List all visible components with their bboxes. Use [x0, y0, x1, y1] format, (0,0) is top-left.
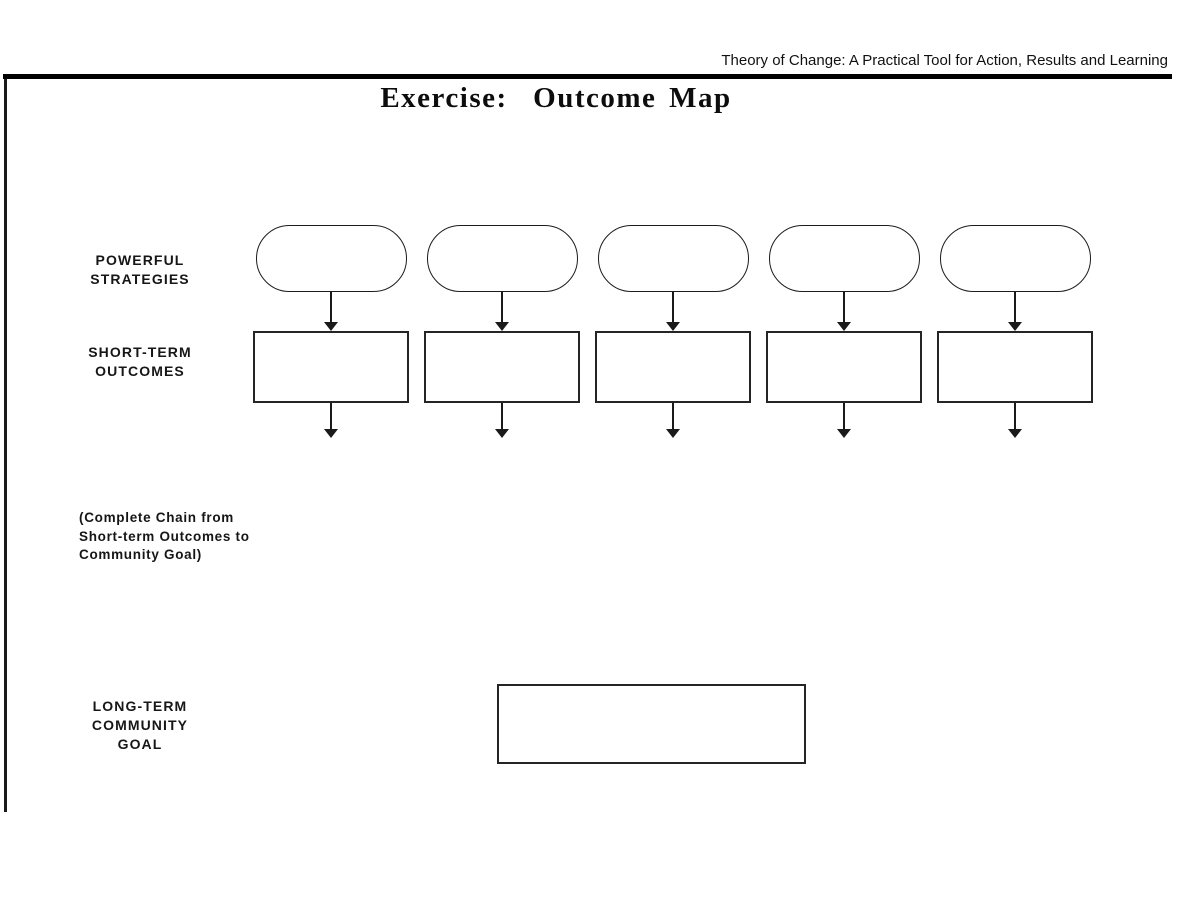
powerful-strategy-shape: [768, 225, 920, 292]
short-term-outcome-box: [424, 331, 580, 403]
row-label-line: GOAL: [117, 736, 163, 752]
chain-instruction-note: (Complete Chain from Short-term Outcomes…: [79, 509, 299, 565]
powerful-strategy-shape: [255, 225, 407, 292]
down-arrow-stem: [330, 403, 332, 429]
down-arrow-stem: [843, 292, 845, 322]
down-arrow-stem: [501, 403, 503, 429]
strategy-outcome-column: [424, 225, 580, 438]
down-arrow-stem: [843, 403, 845, 429]
row-label-line: POWERFUL: [95, 252, 185, 268]
row-label-line: STRATEGIES: [90, 271, 190, 287]
down-arrow-icon: [495, 429, 509, 438]
document-header-title: Theory of Change: A Practical Tool for A…: [721, 52, 1168, 69]
down-arrow-stem: [1014, 403, 1016, 429]
down-arrow-icon: [1008, 322, 1022, 331]
down-arrow-stem: [672, 292, 674, 322]
row-label-short-term-outcomes: SHORT-TERM OUTCOMES: [60, 343, 220, 381]
short-term-outcome-box: [766, 331, 922, 403]
row-label-line: COMMUNITY: [91, 717, 189, 733]
chain-note-line: (Complete Chain from: [79, 510, 235, 525]
down-arrow-stem: [501, 292, 503, 322]
down-arrow-icon: [666, 429, 680, 438]
down-arrow-stem: [1014, 292, 1016, 322]
row-label-long-term-community-goal: LONG-TERM COMMUNITY GOAL: [60, 697, 220, 754]
powerful-strategy-shape: [597, 225, 749, 292]
down-arrow-icon: [837, 429, 851, 438]
down-arrow-icon: [666, 322, 680, 331]
down-arrow-icon: [837, 322, 851, 331]
powerful-strategy-shape: [426, 225, 578, 292]
down-arrow-icon: [1008, 429, 1022, 438]
strategy-outcome-column: [937, 225, 1093, 438]
short-term-outcome-box: [595, 331, 751, 403]
down-arrow-stem: [330, 292, 332, 322]
strategy-outcome-column: [766, 225, 922, 438]
row-label-line: OUTCOMES: [95, 363, 185, 379]
down-arrow-icon: [324, 429, 338, 438]
chain-note-line: Community Goal): [79, 547, 203, 562]
row-label-powerful-strategies: POWERFUL STRATEGIES: [60, 251, 220, 289]
down-arrow-stem: [672, 403, 674, 429]
down-arrow-icon: [495, 322, 509, 331]
powerful-strategy-shape: [939, 225, 1091, 292]
left-margin-rule: [4, 79, 7, 812]
short-term-outcome-box: [937, 331, 1093, 403]
chain-note-line: Short-term Outcomes to: [79, 528, 250, 544]
down-arrow-icon: [324, 322, 338, 331]
strategy-outcome-column: [253, 225, 409, 438]
strategy-outcome-columns: [253, 225, 1093, 438]
row-label-line: SHORT-TERM: [88, 344, 192, 360]
row-label-line: LONG-TERM: [92, 698, 188, 714]
page-title: Exercise: Outcome Map: [380, 82, 732, 114]
header-divider-rule: [3, 74, 1172, 79]
long-term-community-goal-box: [497, 684, 806, 764]
strategy-outcome-column: [595, 225, 751, 438]
short-term-outcome-box: [253, 331, 409, 403]
